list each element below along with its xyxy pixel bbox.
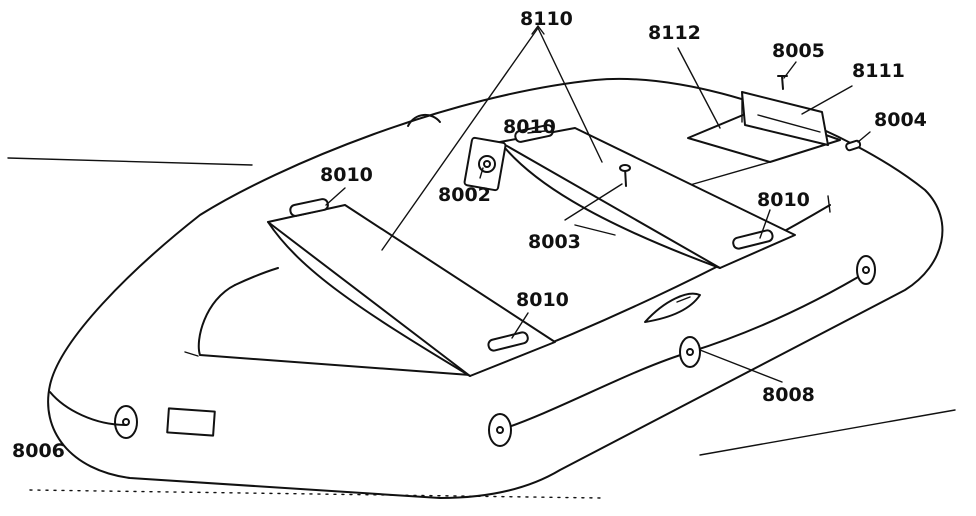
rope-mount-left-hole: [496, 426, 504, 434]
rope-mount-right-hole: [862, 266, 870, 274]
scan-line-left: [7, 157, 253, 166]
label-8112: 8112: [648, 22, 701, 44]
seat-clip-right: [732, 229, 774, 250]
seat-clip-front: [514, 124, 554, 143]
floor-board-edge: [689, 161, 771, 186]
bow-rope: [49, 391, 127, 426]
label-8003: 8003: [528, 231, 581, 253]
leader-8004: [857, 131, 871, 143]
plug: [845, 139, 862, 152]
leader-8010-right: [759, 209, 771, 239]
front-seat: [267, 204, 556, 377]
oarlock-socket: [478, 155, 496, 173]
front-seat-underside: [267, 221, 471, 377]
label-8005: 8005: [772, 40, 825, 62]
leader-8110-apex: [531, 24, 545, 35]
leader-8111: [801, 85, 853, 115]
bow-handle: [407, 114, 441, 127]
leader-8110-b: [537, 27, 603, 163]
inner-tube-end: [827, 195, 831, 213]
screw-shaft: [781, 75, 784, 90]
leader-8010-front: [527, 130, 546, 134]
label-8002: 8002: [438, 184, 491, 206]
label-8010-right: 8010: [757, 189, 810, 211]
transom-board: [741, 91, 829, 146]
scan-line-right: [699, 409, 956, 456]
label-8010-bottom: 8010: [516, 289, 569, 311]
oarlock-socket-center: [483, 160, 491, 168]
rope-mount-center: [679, 336, 701, 368]
boat-hull-outline: [47, 78, 944, 499]
rope-mount-right: [856, 255, 876, 285]
label-8010-front: 8010: [503, 116, 556, 138]
label-8010-back: 8010: [320, 164, 373, 186]
seat-clip-front-bottom: [487, 331, 529, 352]
label-8110: 8110: [520, 8, 573, 30]
rear-seat-shadow: [574, 224, 616, 236]
leader-8005: [783, 61, 797, 79]
transom-groove: [757, 114, 821, 133]
leader-8003: [564, 183, 623, 221]
leader-8010-back: [325, 187, 346, 206]
floor-board: [687, 109, 841, 163]
leader-8010-bottom: [511, 312, 529, 339]
side-valve: [644, 292, 701, 323]
label-8111: 8111: [852, 60, 905, 82]
leader-8008: [699, 349, 783, 383]
bolt-head: [619, 164, 631, 172]
side-valve-mark: [676, 296, 691, 303]
scan-line-bottom: [29, 489, 601, 499]
rope-mount-left: [488, 413, 512, 447]
bow-rope-mount: [114, 405, 138, 439]
name-plate: [166, 407, 216, 437]
rear-seat-underside: [499, 141, 721, 269]
inner-tube-left: [234, 267, 279, 286]
rope-mount-center-hole: [686, 348, 694, 356]
leader-8002: [479, 167, 484, 179]
leader-8112: [677, 47, 721, 129]
inner-tube-tick: [184, 351, 199, 357]
label-8004: 8004: [874, 109, 927, 131]
label-8006: 8006: [12, 440, 65, 462]
label-8008: 8008: [762, 384, 815, 406]
leader-8110-a: [381, 27, 539, 251]
